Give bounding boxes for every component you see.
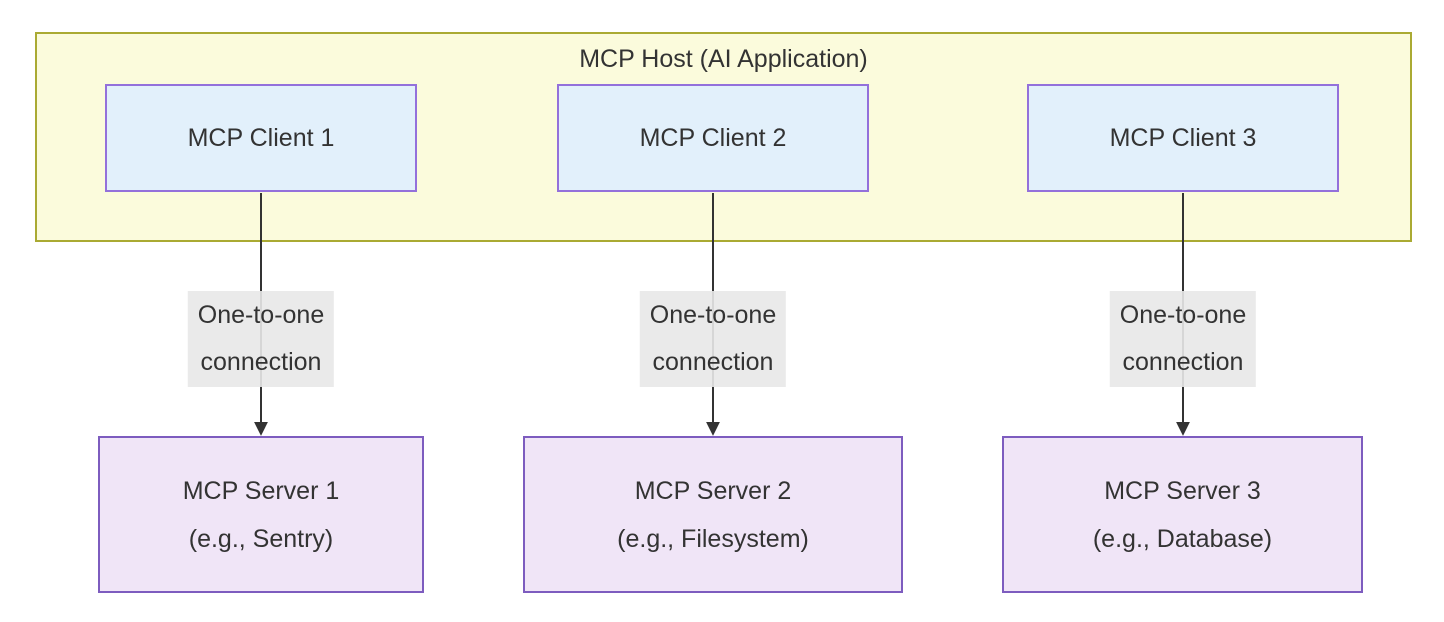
connection-label-line1: One-to-one [197, 301, 325, 329]
mcp-client-label: MCP Client 1 [187, 123, 335, 152]
connection-label-line2: connection [1122, 348, 1244, 376]
mcp-client-label: MCP Client 3 [1109, 123, 1257, 152]
mcp-server-box-3: MCP Server 3 (e.g., Database) [1002, 436, 1363, 593]
mcp-server-name: MCP Server 3 [1104, 476, 1261, 505]
mcp-server-example: (e.g., Sentry) [188, 524, 334, 553]
mcp-client-box-3: MCP Client 3 [1027, 84, 1339, 192]
mcp-server-box-2: MCP Server 2 (e.g., Filesystem) [523, 436, 903, 593]
connection-label-line2: connection [652, 348, 774, 376]
mcp-client-label: MCP Client 2 [639, 123, 787, 152]
mcp-server-example: (e.g., Database) [1092, 524, 1273, 553]
mcp-client-box-2: MCP Client 2 [557, 84, 869, 192]
mcp-server-example: (e.g., Filesystem) [617, 524, 809, 553]
connection-label-3: One-to-one connection [1109, 291, 1257, 387]
mcp-host-title: MCP Host (AI Application) [579, 45, 868, 73]
mcp-server-name: MCP Server 1 [182, 476, 340, 505]
mcp-server-box-1: MCP Server 1 (e.g., Sentry) [98, 436, 424, 593]
connection-label-1: One-to-one connection [187, 291, 335, 387]
connection-label-line1: One-to-one [1119, 301, 1247, 329]
connection-label-2: One-to-one connection [639, 291, 787, 387]
mcp-client-box-1: MCP Client 1 [105, 84, 417, 192]
mcp-server-name: MCP Server 2 [634, 476, 792, 505]
connection-label-line2: connection [200, 348, 322, 376]
connection-label-line1: One-to-one [649, 301, 777, 329]
